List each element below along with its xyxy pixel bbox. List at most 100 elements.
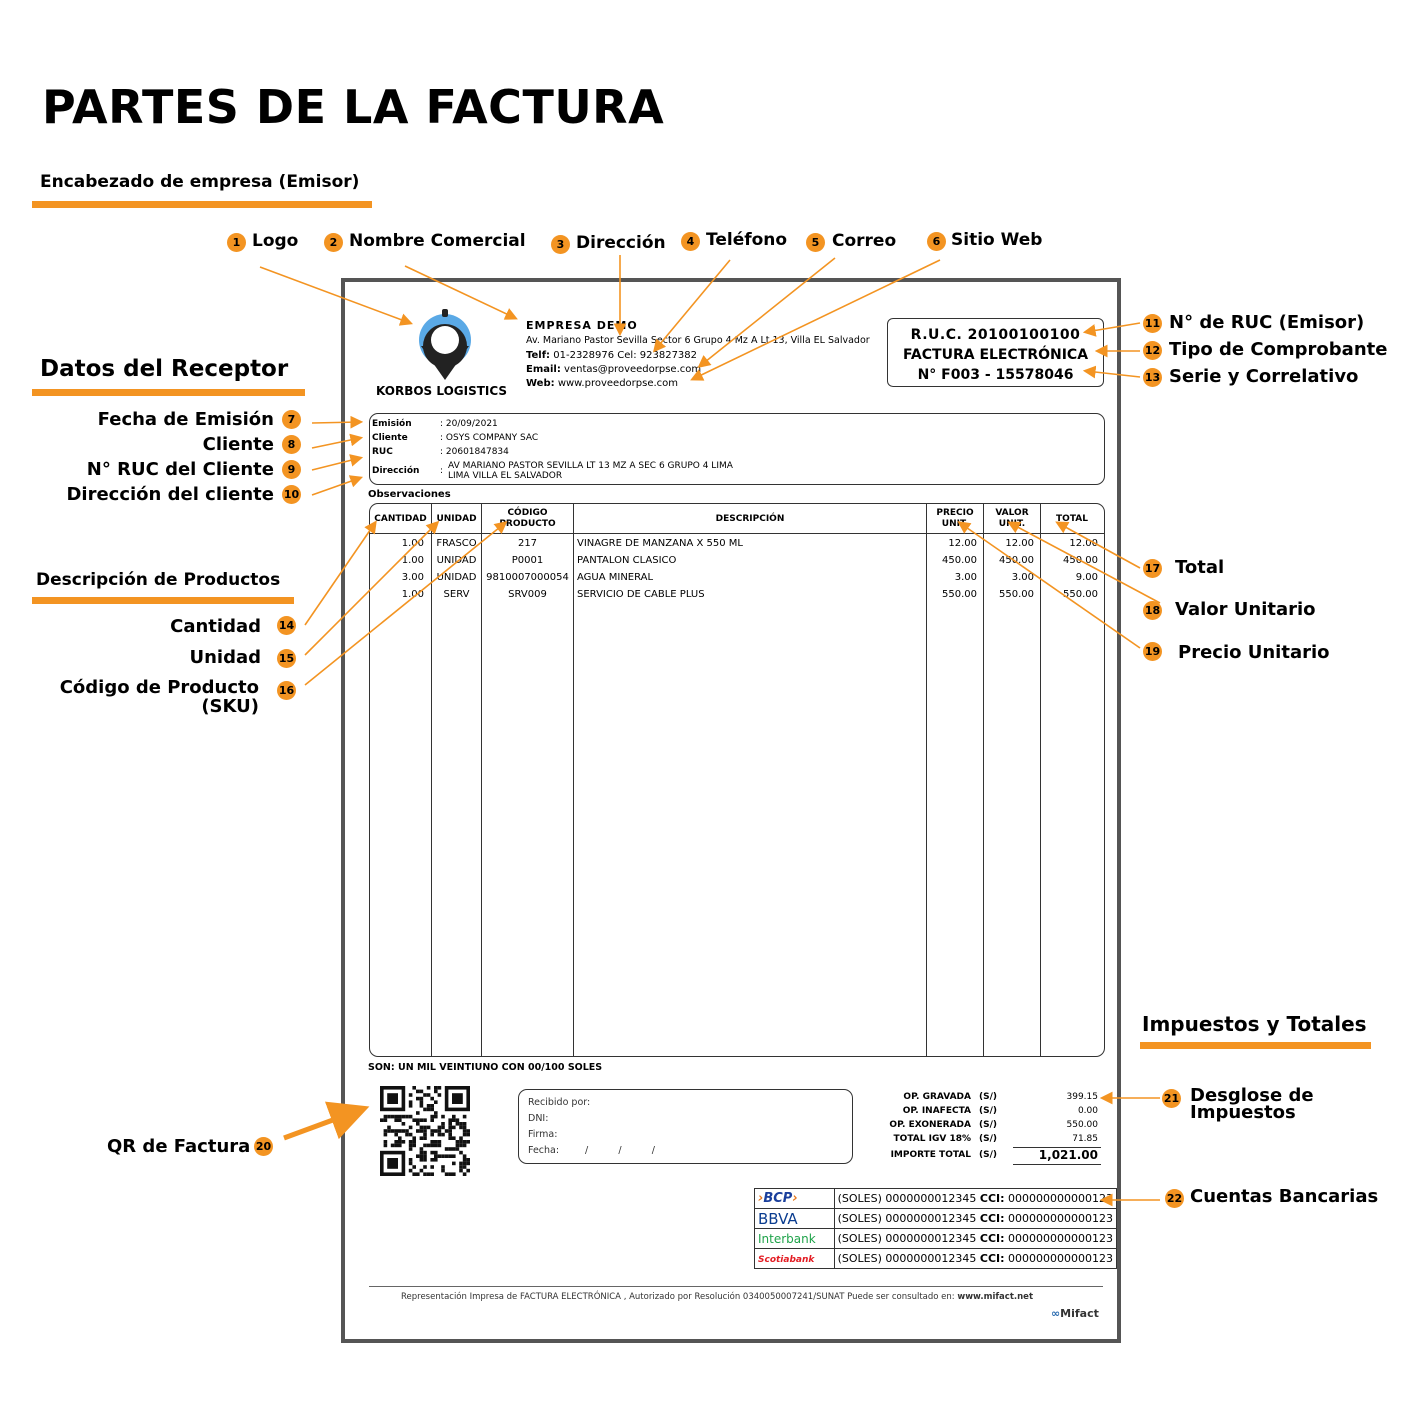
label-telefono: Teléfono [706, 230, 788, 250]
cliente-label: Cliente [372, 433, 408, 443]
label-sku: (SKU) [201, 696, 259, 717]
badge-12: 12 [1143, 341, 1162, 360]
label-nombre-comercial: Nombre Comercial [349, 231, 526, 251]
doc-type: FACTURA ELECTRÓNICA [902, 347, 1089, 363]
bbva-logo: BBVA [758, 1209, 798, 1228]
invoice-document: KORBOS LOGISTICS EMPRESA DEMO Av. Marian… [341, 278, 1121, 1343]
total-value-igv: 71.85 [1072, 1134, 1098, 1144]
bank-bcp-cci-label: CCI: [979, 1192, 1005, 1205]
direccion-colon: : [440, 466, 444, 476]
importe-total-cur: (S/) [979, 1150, 997, 1160]
badge-17: 17 [1143, 559, 1162, 578]
label-fecha-emision: Fecha de Emisión [97, 409, 274, 430]
badge-6: 6 [927, 232, 946, 251]
header-codigo-2: PRODUCTO [499, 519, 556, 529]
ruc-label: RUC [372, 447, 393, 457]
serie-correlativo: N° F003 - 15578046 [917, 367, 1074, 383]
badge-16: 16 [277, 681, 296, 700]
item-1-cantidad: 1.00 [401, 555, 424, 566]
header-cantidad: CANTIDAD [374, 514, 427, 524]
importe-total-label: IMPORTE TOTAL [890, 1150, 971, 1160]
item-0-cantidad: 1.00 [401, 538, 424, 549]
item-3-codigo: SRV009 [508, 589, 547, 600]
label-unidad: Unidad [189, 647, 261, 668]
logo-icon [419, 309, 471, 380]
header-precio-2: UNIT. [941, 519, 969, 529]
recibido-label: Recibido por: [528, 1097, 591, 1108]
bank-bbva-cci-label: CCI: [979, 1212, 1005, 1225]
total-cur-igv: (S/) [979, 1134, 997, 1144]
item-0-valor: 12.00 [1005, 538, 1034, 549]
label-ruc-cliente: N° RUC del Cliente [86, 459, 274, 480]
badge-8: 8 [282, 435, 301, 454]
badge-20: 20 [254, 1137, 273, 1156]
total-cur-inafecta: (S/) [979, 1106, 997, 1116]
item-3-total: 550.00 [1063, 589, 1098, 600]
header-valor-2: UNIT. [998, 519, 1026, 529]
bank-bbva-soles: (SOLES) 0000000012345 [837, 1212, 977, 1225]
mifact-logo: ∞Mifact [1051, 1307, 1099, 1320]
item-0-precio: 12.00 [948, 538, 977, 549]
item-2-descripcion: AGUA MINERAL [577, 572, 654, 583]
badge-5: 5 [806, 233, 825, 252]
label-valor-unitario: Valor Unitario [1175, 599, 1316, 620]
badge-18: 18 [1143, 601, 1162, 620]
label-qr-factura: QR de Factura [107, 1136, 251, 1157]
email-label: Email: [526, 364, 561, 375]
bank-row-bcp: ›BCP› (SOLES) 0000000012345 CCI: 0000000… [754, 1188, 1118, 1209]
bank-row-bbva: BBVA (SOLES) 0000000012345 CCI: 00000000… [754, 1208, 1118, 1229]
direccion-label: Dirección [372, 466, 420, 476]
qr-code-icon [380, 1086, 470, 1176]
products-table [369, 503, 1105, 1057]
page-title: PARTES DE LA FACTURA [42, 80, 665, 134]
badge-15: 15 [277, 649, 296, 668]
badge-9: 9 [282, 460, 301, 479]
section-receptor-rule [32, 389, 305, 396]
footer-link[interactable]: www.mifact.net [957, 1292, 1034, 1302]
label-cuentas-bancarias: Cuentas Bancarias [1190, 1186, 1379, 1207]
label-codigo-producto: Código de Producto [59, 677, 259, 698]
bank-bcp-soles: (SOLES) 0000000012345 [837, 1192, 977, 1205]
company-email: ventas@proveedorpse.com [564, 364, 702, 375]
total-label-gravada: OP. GRAVADA [903, 1092, 971, 1102]
item-2-codigo: 9810007000054 [486, 572, 569, 583]
bank-bcp-cci: 000000000000123 [1008, 1192, 1113, 1205]
item-3-precio: 550.00 [942, 589, 977, 600]
header-unidad: UNIDAD [436, 514, 477, 524]
badge-3: 3 [551, 235, 570, 254]
footer-text: Representación Impresa de FACTURA ELECTR… [401, 1292, 1034, 1302]
company-phone: 01-2328976 Cel: 923827382 [553, 350, 698, 361]
badge-14: 14 [277, 616, 296, 635]
total-label-igv: TOTAL IGV 18% [893, 1134, 971, 1144]
label-direccion-cliente: Dirección del cliente [66, 484, 274, 505]
total-value-inafecta: 0.00 [1077, 1106, 1098, 1116]
section-emisor: Encabezado de empresa (Emisor) [40, 172, 360, 192]
web-label: Web: [526, 378, 555, 389]
label-desglose: Desglose de [1190, 1085, 1314, 1106]
bcp-logo: ›BCP› [758, 1191, 798, 1206]
header-codigo-1: CÓDIGO [507, 508, 548, 518]
header-precio-1: PRECIO [936, 508, 974, 518]
item-2-unidad: UNIDAD [436, 572, 477, 583]
item-3-unidad: SERV [443, 589, 470, 600]
bank-interbank-soles: (SOLES) 0000000012345 [837, 1232, 977, 1245]
importe-total-value: 1,021.00 [1038, 1148, 1098, 1162]
total-value-gravada: 399.15 [1066, 1092, 1099, 1102]
amount-in-words: SON: UN MIL VEINTIUNO CON 00/100 SOLES [368, 1062, 603, 1073]
bank-accounts-table: ›BCP› (SOLES) 0000000012345 CCI: 0000000… [754, 1188, 1118, 1269]
item-2-precio: 3.00 [954, 572, 977, 583]
bank-interbank-cci: 000000000000123 [1008, 1232, 1113, 1245]
badge-4: 4 [681, 232, 700, 251]
company-name: EMPRESA DEMO [526, 319, 638, 332]
label-tipo-comprobante: Tipo de Comprobante [1169, 339, 1388, 360]
company-web: www.proveedorpse.com [557, 378, 679, 389]
badge-10: 10 [282, 485, 301, 504]
section-productos: Descripción de Productos [36, 570, 281, 590]
badge-7: 7 [282, 410, 301, 429]
total-value-exonerada: 550.00 [1066, 1120, 1099, 1130]
item-0-descripcion: VINAGRE DE MANZANA X 550 ML [577, 538, 743, 549]
label-total: Total [1175, 557, 1225, 578]
total-cur-exonerada: (S/) [979, 1120, 997, 1130]
item-2-total: 9.00 [1075, 572, 1098, 583]
company-address: Av. Mariano Pastor Sevilla Sector 6 Grup… [526, 335, 870, 346]
